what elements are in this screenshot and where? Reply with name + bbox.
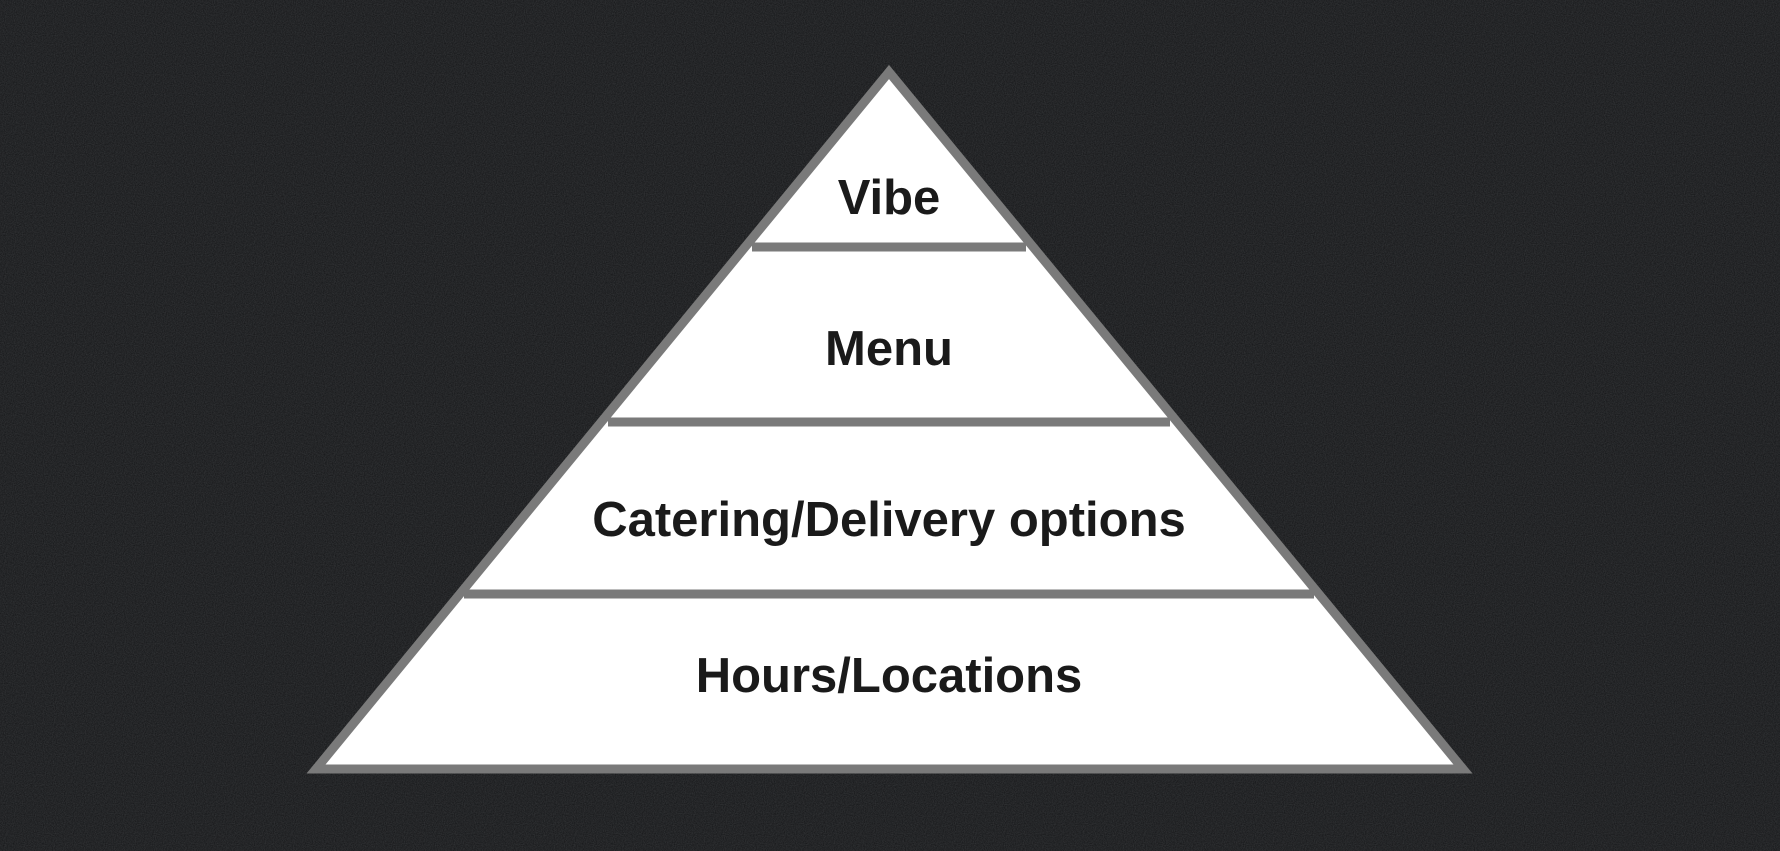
tier-vibe: Vibe xyxy=(838,171,941,225)
tier-hours-locations: Hours/Locations xyxy=(696,649,1083,703)
tier-label-menu: Menu xyxy=(825,322,953,376)
tier-label-catering-delivery: Catering/Delivery options xyxy=(592,493,1186,547)
tier-menu: Menu xyxy=(825,322,953,376)
tier-catering-delivery: Catering/Delivery options xyxy=(592,493,1186,547)
tier-label-vibe: Vibe xyxy=(838,171,941,225)
tier-label-hours-locations: Hours/Locations xyxy=(696,649,1083,703)
